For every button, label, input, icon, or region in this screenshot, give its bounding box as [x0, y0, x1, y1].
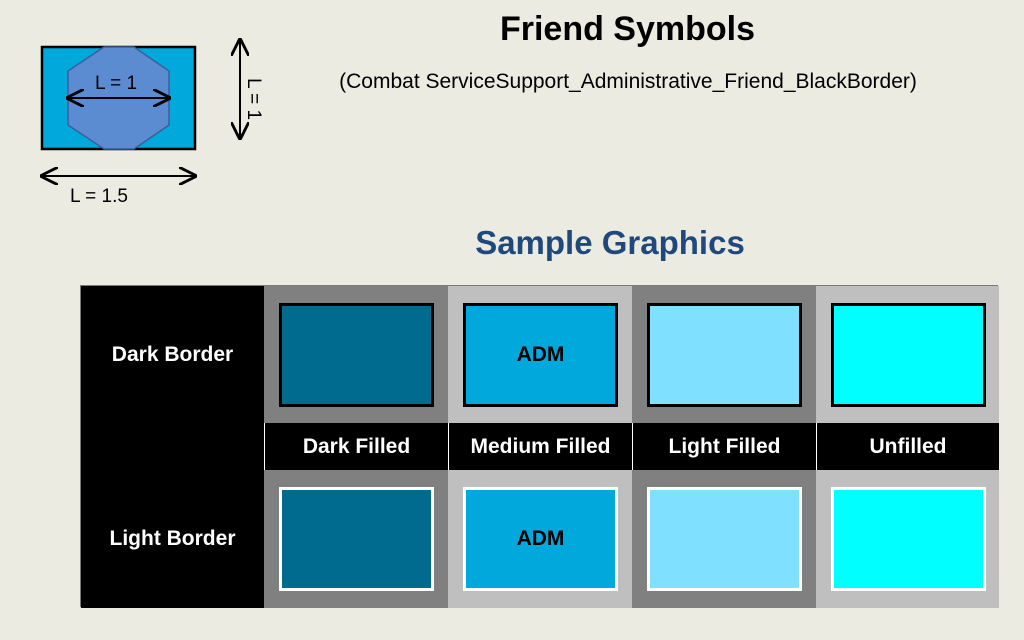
symbol-dimension-diagram: [0, 0, 300, 220]
cell-light-border-unfilled: [816, 470, 999, 608]
cell-dark-border-dark-filled: [264, 286, 448, 423]
cell-dark-border-unfilled: [816, 286, 999, 423]
symbol-dark-border-unfilled: [831, 303, 986, 407]
cell-light-border-light-filled: [632, 470, 816, 608]
sample-graphics-title: Sample Graphics: [475, 224, 745, 261]
sample-graphics-table: Dark Border ADM Dark Filled Medium Fille…: [80, 285, 999, 608]
page-title: Friend Symbols: [499, 10, 756, 48]
row-header-dark-border: Dark Border: [81, 286, 264, 423]
symbol-dark-border-dark-filled: [279, 303, 434, 407]
symbol-light-border-light-filled: [647, 487, 802, 591]
cell-light-border-medium-filled: ADM: [448, 470, 632, 608]
column-header-dark-filled: Dark Filled: [264, 423, 448, 470]
column-header-unfilled: Unfilled: [816, 423, 999, 470]
cell-light-border-dark-filled: [264, 470, 448, 608]
header-corner: [81, 423, 264, 470]
symbol-dark-border-medium-filled: ADM: [463, 303, 618, 407]
inner-length-label: L = 1: [95, 73, 138, 94]
row-header-light-border: Light Border: [81, 470, 264, 608]
column-header-light-filled: Light Filled: [632, 423, 816, 470]
width-length-label: L = 1.5: [70, 186, 128, 207]
symbol-dark-border-light-filled: [647, 303, 802, 407]
height-length-label: L = 1: [243, 77, 265, 121]
cell-dark-border-medium-filled: ADM: [448, 286, 632, 423]
symbol-light-border-dark-filled: [279, 487, 434, 591]
cell-dark-border-light-filled: [632, 286, 816, 423]
page-subtitle: (Combat ServiceSupport_Administrative_Fr…: [339, 70, 917, 93]
symbol-light-border-medium-filled: ADM: [463, 487, 618, 591]
symbol-light-border-unfilled: [831, 487, 986, 591]
column-header-medium-filled: Medium Filled: [448, 423, 632, 470]
